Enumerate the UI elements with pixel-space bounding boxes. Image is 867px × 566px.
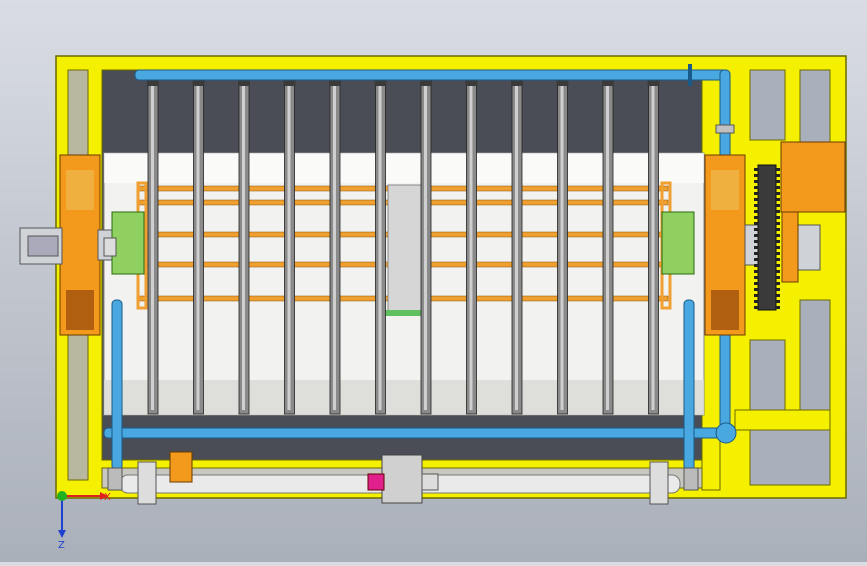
gear-tooth — [776, 174, 780, 177]
gear-tooth — [776, 228, 780, 231]
frame-cavity-right-c — [749, 339, 786, 411]
axis-triad: X Z — [57, 491, 111, 551]
gear-tooth — [776, 300, 780, 303]
gear-tooth — [754, 186, 758, 189]
drive-gear — [754, 164, 780, 311]
gear-tooth — [754, 228, 758, 231]
gear-tooth — [776, 294, 780, 297]
gear-tooth — [776, 264, 780, 267]
disc — [374, 80, 387, 415]
axis-x-label: X — [104, 492, 111, 503]
disc — [511, 80, 523, 415]
gear-tooth — [776, 258, 780, 261]
gear-tooth — [776, 306, 780, 309]
frame-cavity-right-a — [749, 69, 786, 141]
gear-tooth — [754, 276, 758, 279]
gear-tooth — [776, 192, 780, 195]
gear-tooth — [776, 288, 780, 291]
gear-tooth — [754, 240, 758, 243]
gear-tooth — [754, 300, 758, 303]
gear-tooth — [754, 288, 758, 291]
gear-tooth — [754, 198, 758, 201]
gear-tooth — [776, 240, 780, 243]
gear-tooth — [754, 180, 758, 183]
drive-motor — [780, 141, 846, 283]
gear-tooth — [754, 252, 758, 255]
gear-tooth — [776, 180, 780, 183]
left-coupling — [103, 211, 145, 275]
gear-tooth — [776, 234, 780, 237]
gear-tooth — [754, 204, 758, 207]
left-bearing — [19, 154, 117, 336]
drum-center-hub — [387, 184, 425, 316]
gear-tooth — [754, 168, 758, 171]
gear-tooth — [754, 246, 758, 249]
gear-tooth — [776, 198, 780, 201]
disc — [283, 80, 296, 415]
frame-cavity-right-d — [799, 299, 831, 411]
gear-tooth — [776, 210, 780, 213]
gear-tooth — [754, 258, 758, 261]
disc-stack — [147, 80, 660, 415]
gear-tooth — [776, 282, 780, 285]
gear-tooth — [776, 186, 780, 189]
disc — [556, 80, 569, 415]
gear-tooth — [754, 264, 758, 267]
disc — [238, 80, 250, 415]
disc — [465, 80, 478, 415]
gear-tooth — [776, 168, 780, 171]
disc — [420, 80, 432, 415]
gear-tooth — [754, 174, 758, 177]
gear-tooth — [754, 270, 758, 273]
gear-tooth — [776, 222, 780, 225]
gear-tooth — [754, 210, 758, 213]
gear-tooth — [754, 192, 758, 195]
gear-tooth — [754, 234, 758, 237]
gear-tooth — [754, 306, 758, 309]
axis-z-label: Z — [58, 540, 65, 551]
gear-tooth — [776, 246, 780, 249]
disc — [329, 80, 341, 415]
disc — [647, 80, 660, 415]
right-bearing — [704, 154, 821, 336]
bottom-manifold — [107, 451, 699, 505]
gear-tooth — [754, 222, 758, 225]
gear-tooth — [754, 294, 758, 297]
gear-tooth — [776, 252, 780, 255]
frame-cavity-right-e — [749, 429, 831, 486]
gear-tooth — [754, 216, 758, 219]
disc — [192, 80, 205, 415]
gear-tooth — [754, 282, 758, 285]
disc — [602, 80, 614, 415]
gear-tooth — [776, 276, 780, 279]
right-coupling — [661, 211, 695, 275]
bottom-pipe — [103, 299, 737, 471]
gear-tooth — [776, 204, 780, 207]
gear-tooth — [776, 216, 780, 219]
gear-tooth — [776, 270, 780, 273]
disc — [147, 80, 159, 415]
